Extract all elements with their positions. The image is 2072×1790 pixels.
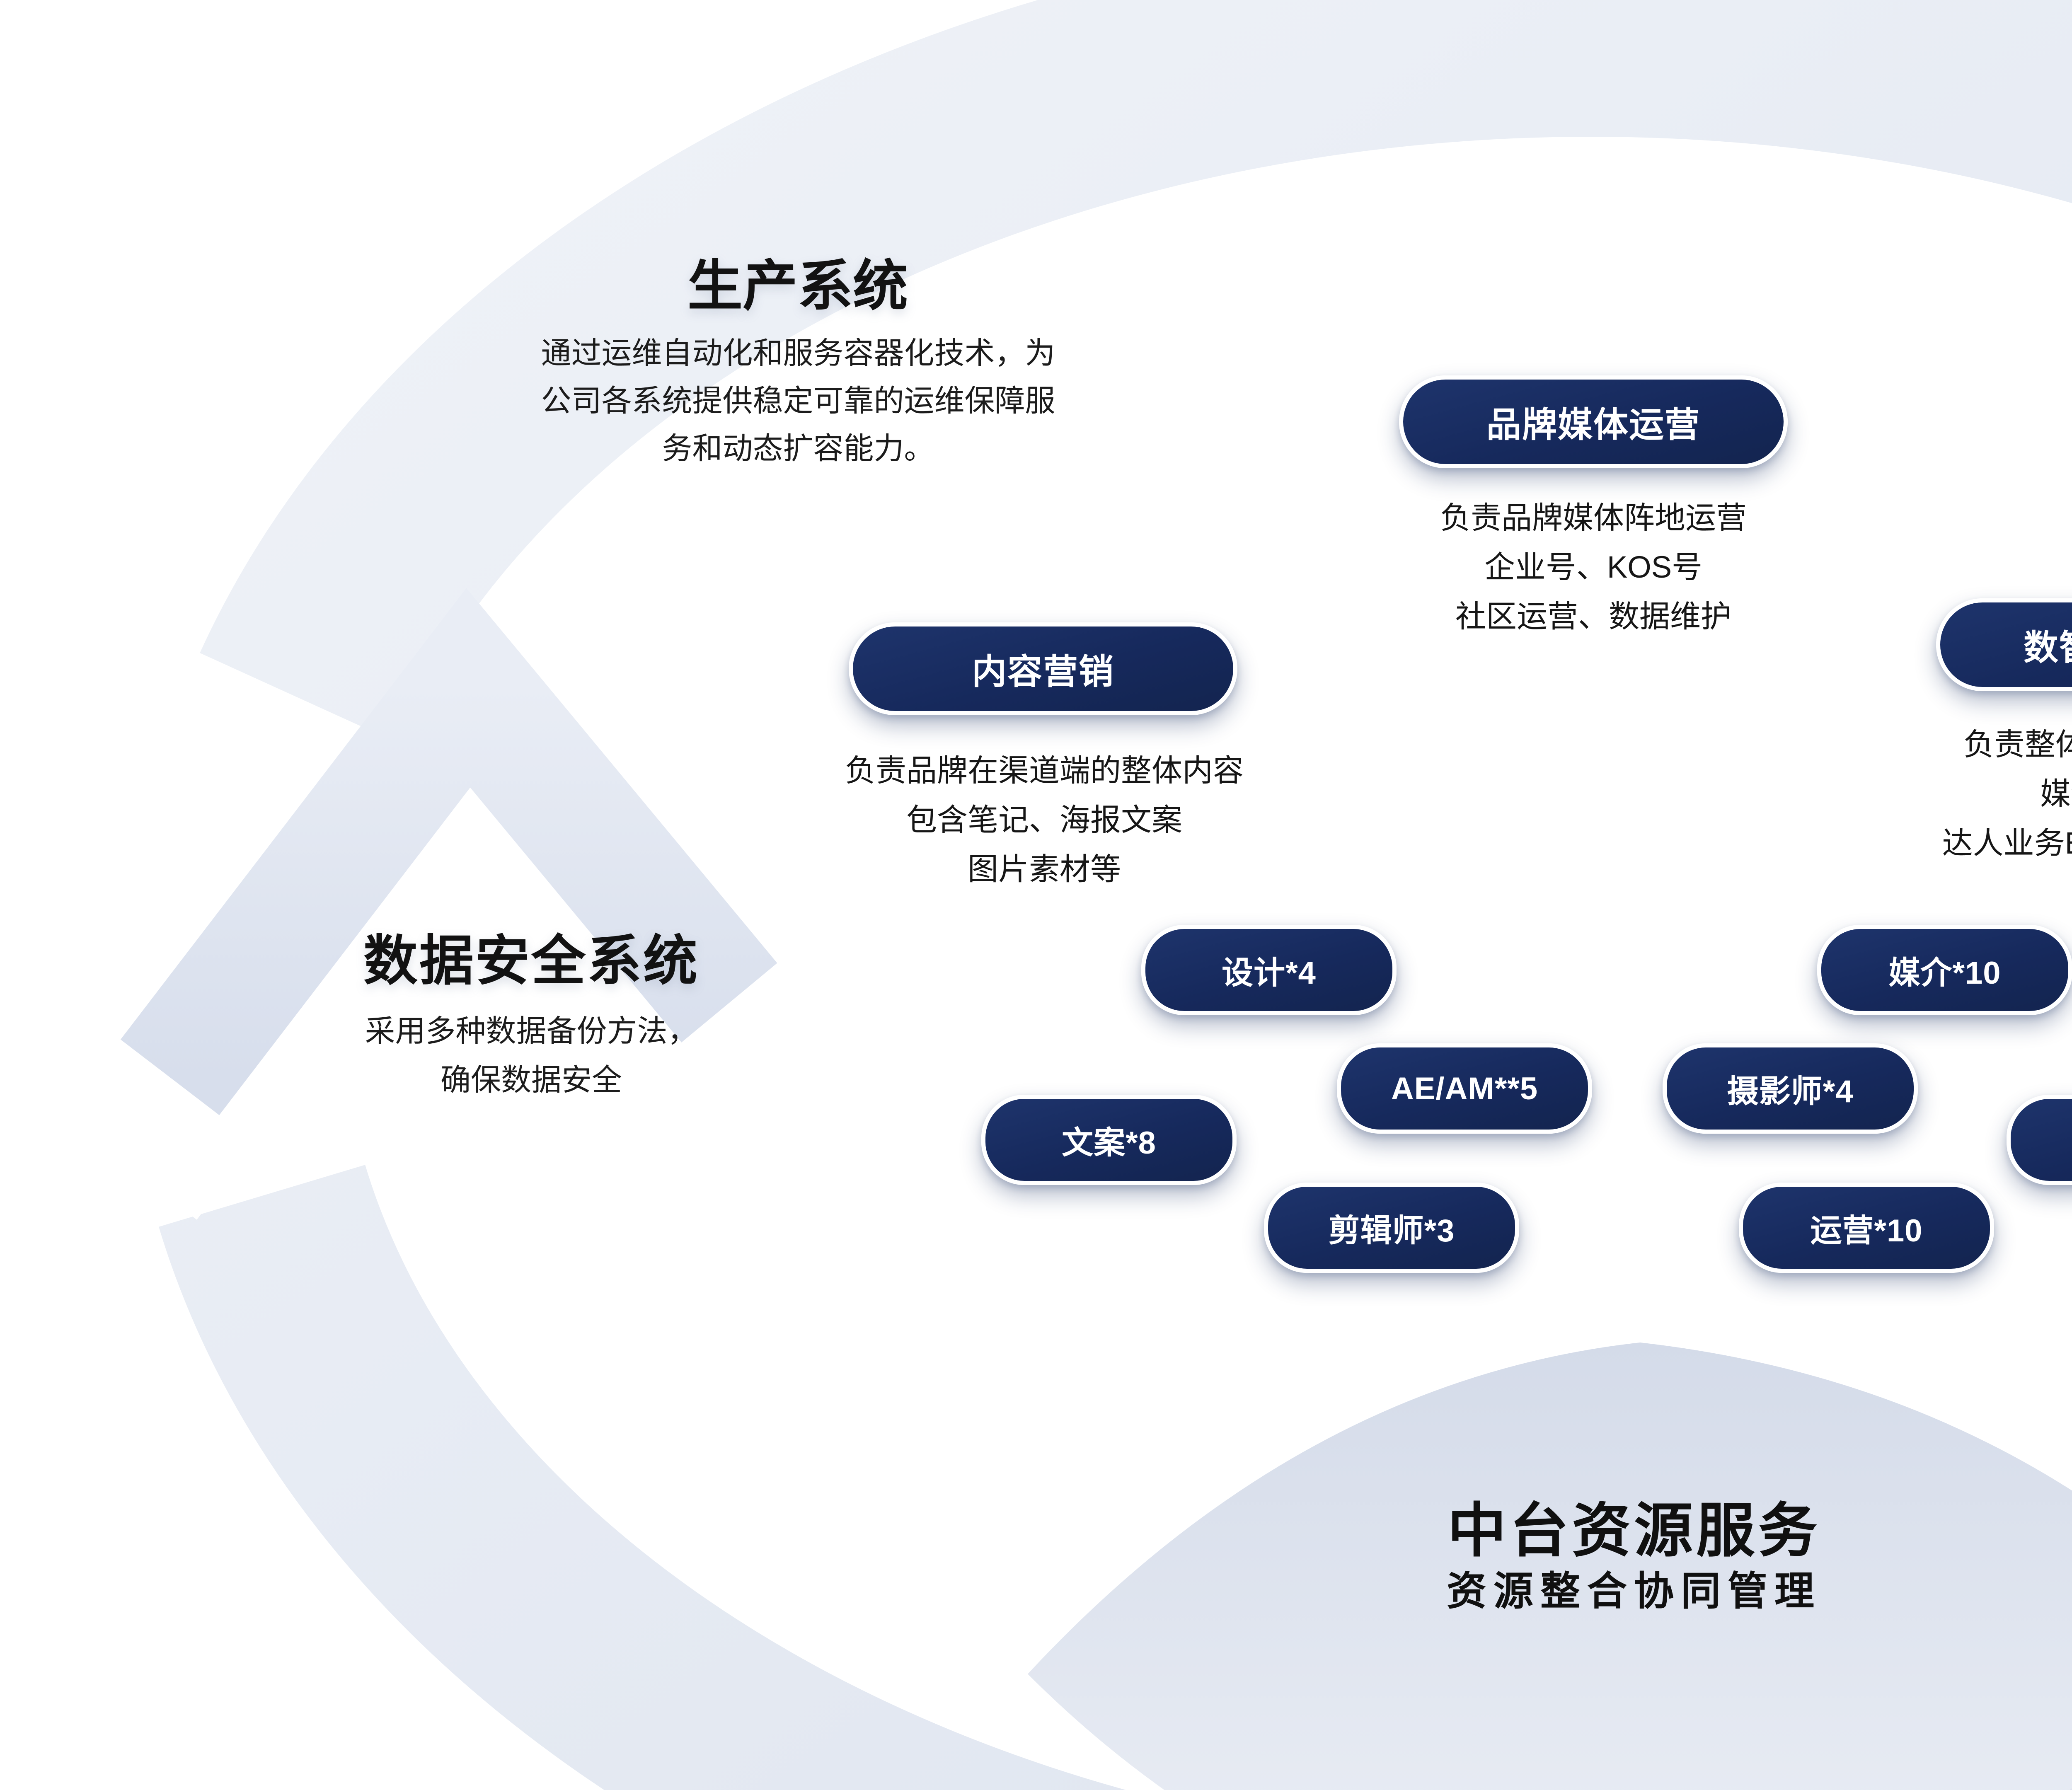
role-pill-operations: 运营*10 bbox=[1739, 1183, 1994, 1273]
cycle-ring-arc bbox=[124, 0, 2072, 1790]
team-desc-content-marketing: 负责品牌在渠道端的整体内容 包含笔记、海报文案 图片素材等 bbox=[845, 753, 1244, 886]
up-arrowhead-icon bbox=[120, 588, 777, 1115]
role-pill-photographer: 摄影师*4 bbox=[1663, 1043, 1918, 1134]
role-pill-media: 媒介*10 bbox=[1817, 925, 2072, 1015]
team-pill-content-marketing: 内容营销 bbox=[849, 622, 1237, 715]
team-pill-digital-marketing: 数智营销团队 bbox=[1936, 598, 2072, 691]
data-security-system-title: 数据安全系统 bbox=[363, 930, 699, 991]
production-system-desc: 通过运维自动化和服务容器化技术，为 公司各系统提供稳定可靠的运维保障服 务和动态… bbox=[541, 336, 1055, 465]
team-pill-brand-media: 品牌媒体运营 bbox=[1399, 375, 1788, 468]
role-pill-ae-am: AE/AM**5 bbox=[1337, 1043, 1592, 1134]
mid-platform-title: 中台资源服务 bbox=[1447, 1498, 1820, 1564]
team-desc-brand-media: 负责品牌媒体阵地运营 企业号、KOS号 社区运营、数据维护 bbox=[1440, 501, 1747, 634]
role-pill-director: 编导*6 bbox=[2007, 1095, 2072, 1185]
role-pill-copywriter: 文案*8 bbox=[981, 1095, 1237, 1185]
data-security-system-desc: 采用多种数据备份方法， 确保数据安全 bbox=[365, 1014, 698, 1097]
role-pill-video-editor: 剪辑师*3 bbox=[1264, 1183, 1519, 1273]
role-pill-design: 设计*4 bbox=[1141, 925, 1397, 1015]
team-desc-digital-marketing: 负责整体业务综合性输出 媒介资源整合 达人业务BD、项目内容执行 bbox=[1942, 727, 2072, 860]
production-system-title: 生产系统 bbox=[687, 256, 908, 317]
mid-platform-subtitle: 资源整合协同管理 bbox=[1447, 1569, 1821, 1613]
lens-shape bbox=[1028, 1342, 2072, 1790]
